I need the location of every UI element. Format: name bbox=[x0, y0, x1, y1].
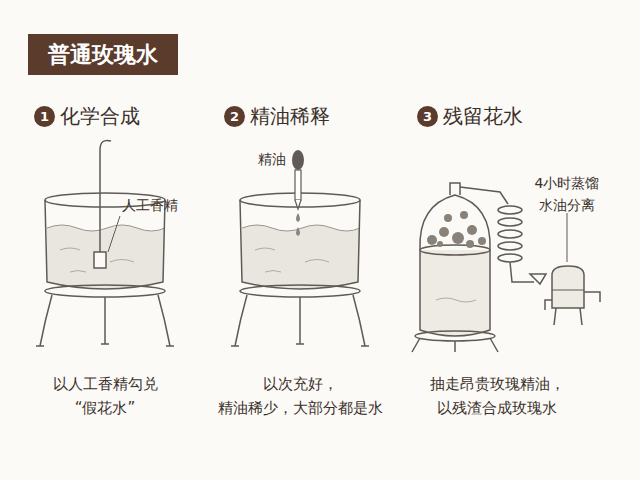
callout-label: 人工香精 bbox=[122, 196, 178, 214]
beaker-illustration bbox=[36, 193, 174, 346]
beaker-illustration bbox=[231, 193, 369, 346]
step-number: 3 bbox=[423, 110, 432, 123]
essence-box bbox=[94, 252, 106, 268]
leader-line bbox=[567, 213, 568, 262]
caption-text: 以人工香精勾兑 “假花水” bbox=[5, 372, 205, 420]
caption-text: 以次充好， 精油稀少，大部分都是水 bbox=[200, 372, 400, 420]
step-heading: 化学合成 bbox=[60, 103, 140, 129]
step-number: 2 bbox=[230, 110, 239, 123]
rose-petals bbox=[427, 211, 486, 248]
step-number-circle: 2 bbox=[224, 106, 245, 127]
leader-line bbox=[108, 216, 120, 252]
dropper-bulb bbox=[292, 150, 304, 170]
step-number: 1 bbox=[40, 110, 49, 123]
callout-label: 精油 bbox=[258, 150, 286, 168]
step-number-circle: 1 bbox=[34, 106, 55, 127]
pipe bbox=[100, 140, 111, 252]
step-number-circle: 3 bbox=[417, 106, 438, 127]
title-banner: 普通玫瑰水 bbox=[28, 34, 178, 75]
oil-drops bbox=[296, 213, 300, 236]
callout-label: 4小时蒸馏 水油分离 bbox=[512, 172, 622, 217]
caption-text: 抽走昂贵玫瑰精油， 以残渣合成玫瑰水 bbox=[397, 372, 597, 420]
dropper-tip bbox=[295, 200, 301, 209]
dropper-tube bbox=[295, 170, 301, 200]
step-heading: 精油稀释 bbox=[250, 103, 330, 129]
step-heading: 残留花水 bbox=[443, 103, 523, 129]
water-line bbox=[436, 298, 476, 302]
